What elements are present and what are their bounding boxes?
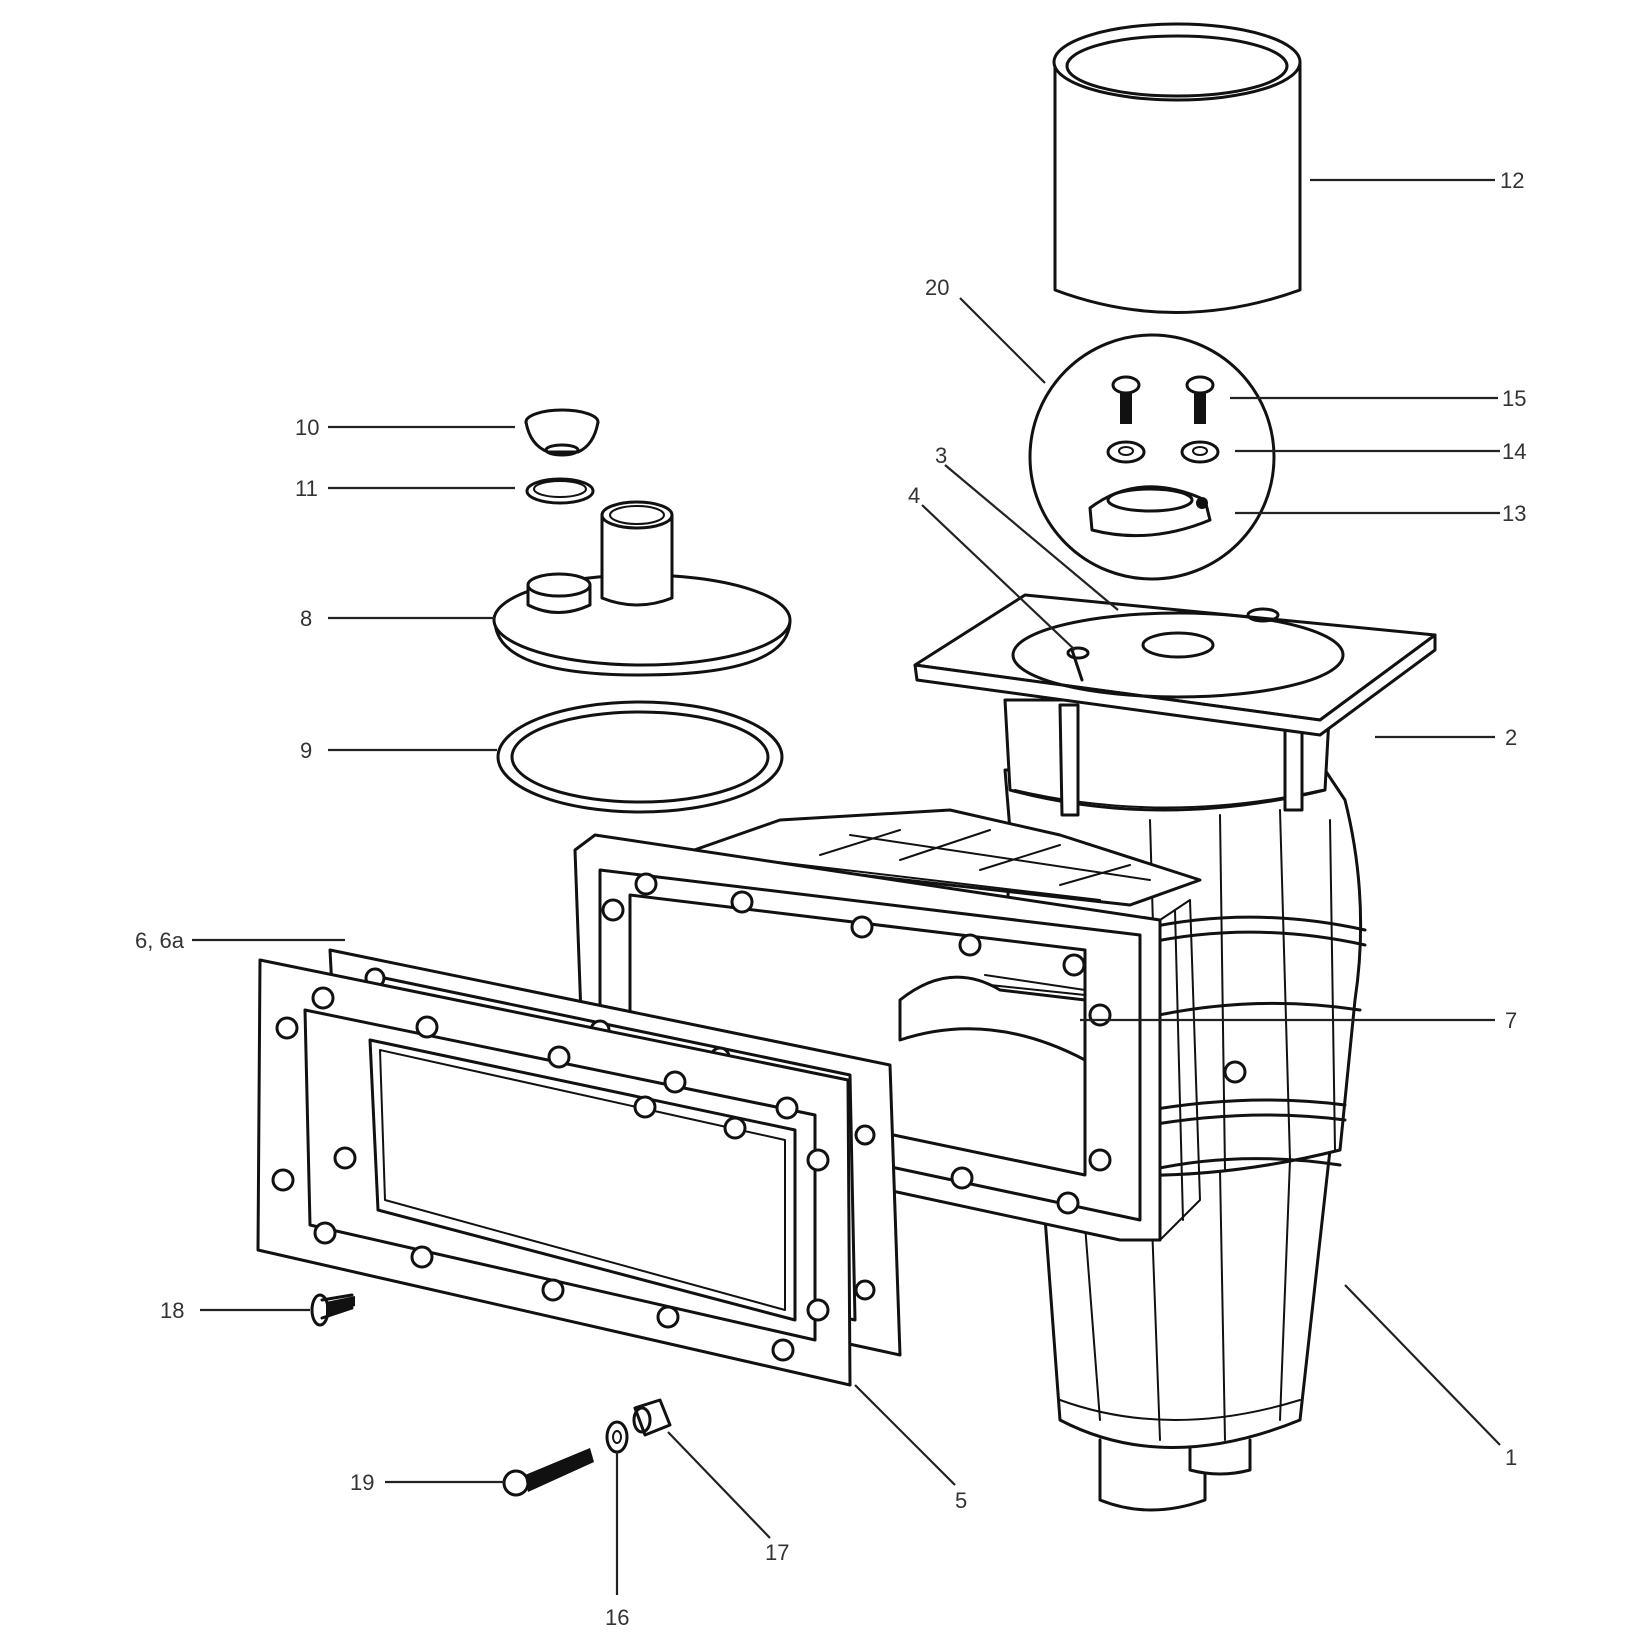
washer-14-left [1106, 440, 1146, 464]
callout-1: 1 [1505, 1445, 1517, 1470]
callout-15: 15 [1502, 386, 1526, 411]
callout-13: 13 [1502, 501, 1526, 526]
leader-lines [192, 178, 1501, 1595]
callout-6-6a: 6, 6a [135, 928, 185, 953]
callout-9: 9 [300, 738, 312, 763]
washer-16 [605, 1420, 629, 1454]
bolt-19 [502, 1448, 594, 1497]
callout-3: 3 [935, 443, 947, 468]
callout-19: 19 [350, 1470, 374, 1495]
callout-2: 2 [1505, 725, 1517, 750]
callout-16: 16 [605, 1605, 629, 1630]
callout-labels: 12 20 15 14 13 3 4 2 7 1 5 10 11 8 9 6, … [135, 168, 1526, 1630]
callout-17: 17 [765, 1540, 789, 1565]
screw-15-left [1111, 375, 1141, 424]
thumb-screw-18 [310, 1293, 355, 1327]
callout-7: 7 [1505, 1008, 1517, 1033]
callout-8: 8 [300, 606, 312, 631]
callout-20: 20 [925, 275, 949, 300]
skimmer-body [573, 593, 1437, 1512]
clamp-13 [1088, 485, 1212, 538]
screw-15-right [1185, 375, 1215, 424]
cap-10 [524, 408, 600, 457]
callout-11: 11 [295, 476, 318, 501]
callout-10: 10 [295, 415, 319, 440]
callout-18: 18 [160, 1298, 184, 1323]
callout-5: 5 [955, 1488, 967, 1513]
seal-11 [525, 477, 595, 505]
callout-4: 4 [908, 483, 920, 508]
basket [1052, 22, 1302, 314]
vacuum-plate-8 [492, 500, 792, 677]
callout-12: 12 [1500, 168, 1524, 193]
washer-14-right [1180, 440, 1220, 464]
faceplate-5 [256, 958, 852, 1387]
nut-17 [632, 1398, 672, 1437]
detail-circle [1028, 333, 1276, 581]
callout-14: 14 [1502, 439, 1526, 464]
gasket-9 [496, 700, 784, 814]
